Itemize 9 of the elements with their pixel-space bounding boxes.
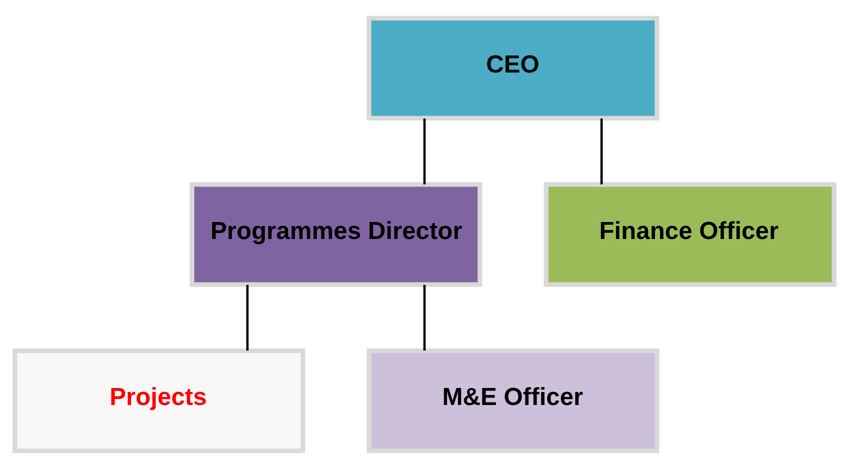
connector	[600, 118, 603, 184]
node-box: M&E Officer	[366, 348, 660, 454]
node-box: Programmes Director	[190, 182, 482, 287]
connector	[246, 284, 249, 351]
connector	[423, 284, 426, 351]
node-box: CEO	[366, 16, 660, 121]
connector	[423, 118, 426, 184]
node-box: Finance Officer	[544, 182, 836, 287]
node-box: Projects	[12, 348, 306, 454]
